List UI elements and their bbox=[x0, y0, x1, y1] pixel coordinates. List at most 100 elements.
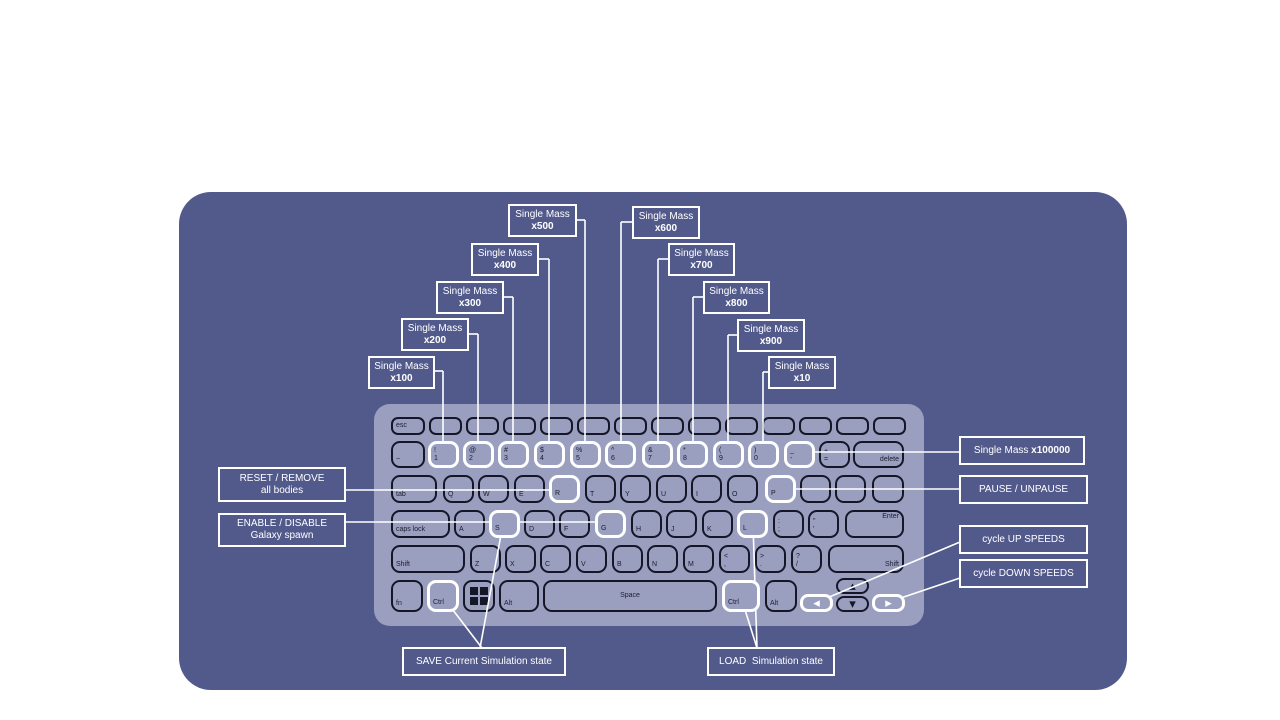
key-2: @ 2 bbox=[463, 441, 494, 468]
key-q: Q bbox=[443, 475, 474, 503]
key-arrow-down: ▾ bbox=[836, 596, 869, 612]
arrow-up-icon: ▴ bbox=[849, 577, 856, 593]
key-arrow-left: ◂ bbox=[800, 594, 833, 612]
key-esc: esc bbox=[391, 417, 425, 435]
key-7: & 7 bbox=[642, 441, 673, 468]
key-t: T bbox=[585, 475, 616, 503]
key-w: W bbox=[478, 475, 509, 503]
key-j: J bbox=[666, 510, 697, 538]
key-tab: tab bbox=[391, 475, 437, 503]
key-m: M bbox=[683, 545, 714, 573]
key-4: $ 4 bbox=[534, 441, 565, 468]
callout-cycle-up-speeds: cycle UP SPEEDS bbox=[959, 525, 1088, 554]
key-bracket-left bbox=[800, 475, 831, 503]
key-u: U bbox=[656, 475, 687, 503]
key-ctrl-left: Ctrl bbox=[427, 580, 459, 612]
key-power bbox=[873, 417, 906, 435]
windows-icon bbox=[470, 586, 488, 605]
key-caps-lock: caps lock bbox=[391, 510, 450, 538]
key-alt-left: Alt bbox=[499, 580, 539, 612]
key-f4 bbox=[540, 417, 573, 435]
key-f: F bbox=[559, 510, 590, 538]
arrow-down-icon: ▾ bbox=[849, 595, 856, 611]
key-quote: " ' bbox=[808, 510, 839, 538]
key-semicolon: : ; bbox=[773, 510, 804, 538]
key-arrow-right: ▸ bbox=[872, 594, 905, 612]
key-f7 bbox=[651, 417, 684, 435]
key-6: ^ 6 bbox=[605, 441, 636, 468]
key-i: I bbox=[691, 475, 722, 503]
callout-single-mass-x100000: Single Mass x100000 bbox=[959, 436, 1085, 465]
key-x: X bbox=[505, 545, 536, 573]
key-r: R bbox=[549, 475, 580, 503]
callout-pause-unpause: PAUSE / UNPAUSE bbox=[959, 475, 1088, 504]
key-o: O bbox=[727, 475, 758, 503]
key-9: ( 9 bbox=[713, 441, 744, 468]
key-enter: Enter bbox=[845, 510, 904, 538]
key-b: B bbox=[612, 545, 643, 573]
key-ctrl-right: Ctrl bbox=[722, 580, 760, 612]
key-k: K bbox=[702, 510, 733, 538]
key-1: ! 1 bbox=[428, 441, 459, 468]
key-windows bbox=[463, 580, 495, 612]
key-5: % 5 bbox=[570, 441, 601, 468]
key-8: * 8 bbox=[677, 441, 708, 468]
key-f5 bbox=[577, 417, 610, 435]
callout-load-state: LOAD Simulation state bbox=[707, 647, 835, 676]
key-bracket-right bbox=[835, 475, 866, 503]
key-v: V bbox=[576, 545, 607, 573]
key-f11 bbox=[799, 417, 832, 435]
key-p: P bbox=[765, 475, 796, 503]
key-period: > . bbox=[755, 545, 786, 573]
key-f9 bbox=[725, 417, 758, 435]
key-minus: _ - bbox=[784, 441, 815, 468]
key-e: E bbox=[514, 475, 545, 503]
key-delete: delete bbox=[853, 441, 904, 468]
key-f12 bbox=[836, 417, 869, 435]
key-g: G bbox=[595, 510, 626, 538]
key-shift-right: Shift bbox=[828, 545, 904, 573]
key-y: Y bbox=[620, 475, 651, 503]
key-f1 bbox=[429, 417, 462, 435]
key-f10 bbox=[762, 417, 795, 435]
key-z: Z bbox=[470, 545, 501, 573]
key-arrow-up: ▴ bbox=[836, 578, 869, 594]
key-h: H bbox=[631, 510, 662, 538]
key-s: S bbox=[489, 510, 520, 538]
arrow-left-icon: ◂ bbox=[813, 594, 820, 610]
key-l: L bbox=[737, 510, 768, 538]
key-f8 bbox=[688, 417, 721, 435]
key-space: Space bbox=[543, 580, 717, 612]
key-slash: ? / bbox=[791, 545, 822, 573]
key-n: N bbox=[647, 545, 678, 573]
callout-cycle-down-speeds: cycle DOWN SPEEDS bbox=[959, 559, 1088, 588]
key-fn: fn bbox=[391, 580, 423, 612]
key-a: A bbox=[454, 510, 485, 538]
key-f6 bbox=[614, 417, 647, 435]
key-c: C bbox=[540, 545, 571, 573]
callout-save-state: SAVE Current Simulation state bbox=[402, 647, 566, 676]
key-backslash bbox=[872, 475, 904, 503]
key-0: ) 0 bbox=[748, 441, 779, 468]
key-f3 bbox=[503, 417, 536, 435]
key-d: D bbox=[524, 510, 555, 538]
key-f2 bbox=[466, 417, 499, 435]
arrow-right-icon: ▸ bbox=[885, 594, 892, 610]
key-shift-left: Shift bbox=[391, 545, 465, 573]
key-alt-right: Alt bbox=[765, 580, 797, 612]
key-comma: < , bbox=[719, 545, 750, 573]
key-tilde: ~ bbox=[391, 441, 425, 468]
key-3: # 3 bbox=[498, 441, 529, 468]
